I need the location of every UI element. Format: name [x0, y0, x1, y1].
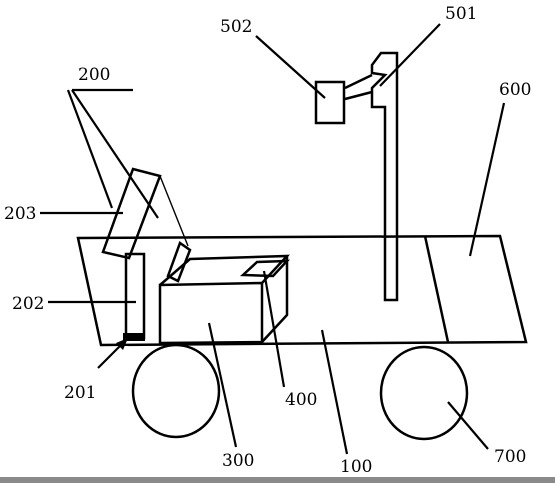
top-panel — [239, 259, 290, 278]
leader-501 — [379, 23, 441, 87]
vertical-post — [124, 252, 146, 340]
box-top — [159, 254, 290, 286]
panel-support — [159, 175, 189, 247]
post-base — [123, 333, 145, 341]
leader-502 — [255, 35, 326, 99]
wheel-right — [379, 345, 469, 441]
label-600: 600 — [499, 80, 531, 100]
leader-100 — [320, 329, 349, 455]
wheel-left — [131, 343, 221, 439]
panel-bracket — [166, 241, 192, 283]
label-300: 300 — [222, 451, 254, 471]
leader-200-c — [71, 89, 159, 219]
vehicle-platform — [76, 234, 528, 347]
leader-400 — [262, 270, 286, 388]
mast-pole — [370, 51, 399, 302]
bottom-edge-bar — [0, 477, 555, 483]
label-700: 700 — [494, 447, 526, 467]
label-201: 201 — [64, 383, 96, 403]
tilted-panel — [101, 167, 162, 260]
leader-200-a — [66, 89, 114, 209]
leader-201-arrow — [116, 338, 128, 350]
mast-arm — [344, 73, 373, 90]
label-203: 203 — [4, 204, 36, 224]
label-100: 100 — [340, 457, 372, 477]
box-side — [261, 256, 289, 343]
label-400: 400 — [285, 390, 317, 410]
label-202: 202 — [12, 294, 44, 314]
leader-300 — [207, 322, 238, 448]
platform-section — [423, 235, 450, 343]
mast-arm-lower — [344, 90, 373, 101]
leader-700 — [447, 401, 489, 450]
label-502: 502 — [220, 17, 252, 37]
camera-box — [314, 80, 346, 125]
label-200: 200 — [78, 65, 110, 85]
leader-600 — [468, 102, 506, 257]
label-501: 501 — [445, 4, 477, 24]
